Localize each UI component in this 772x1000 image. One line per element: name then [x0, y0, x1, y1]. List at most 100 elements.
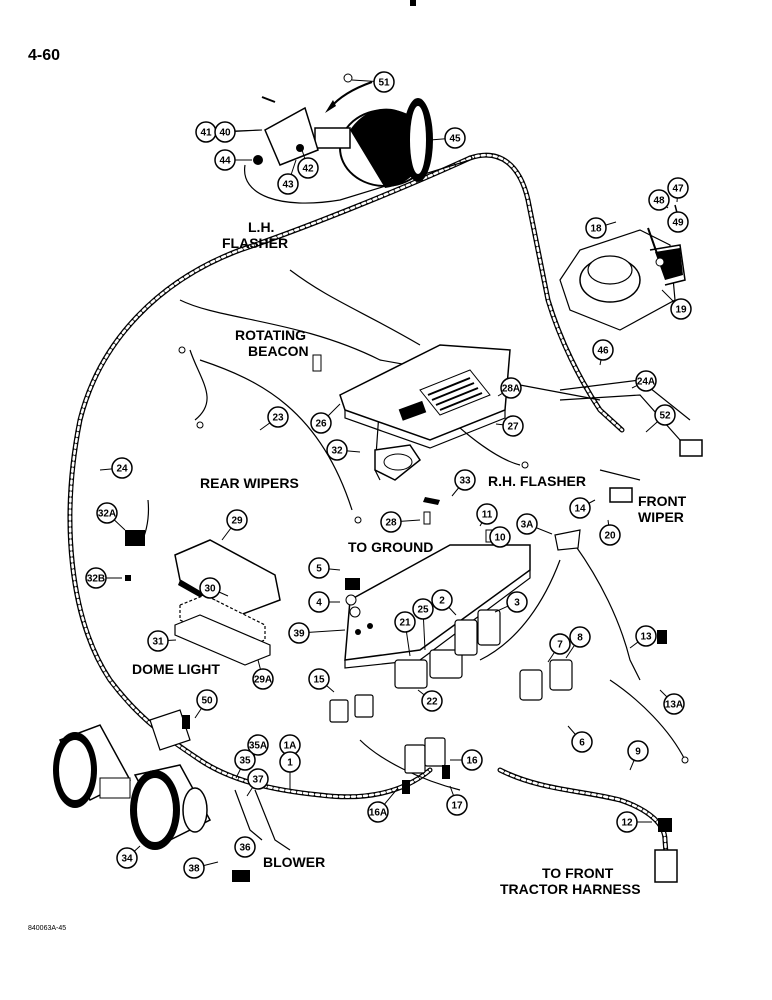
callout-40: 40 [214, 121, 263, 143]
callout-number: 43 [282, 180, 294, 191]
callout-number: 29 [231, 516, 243, 527]
callout-circle [667, 211, 689, 233]
callout-6: 6 [567, 725, 593, 753]
callout-number: 35 [239, 756, 251, 767]
callout-circle [616, 811, 638, 833]
callout-circle [454, 469, 476, 491]
callout-number: 1A [284, 741, 297, 752]
rotating-beacon-label-line2: BEACON [248, 343, 309, 359]
callout-8: 8 [565, 626, 591, 659]
callout-15: 15 [308, 668, 335, 693]
callout-circle [380, 511, 402, 533]
callout-circle [476, 503, 498, 525]
callout-circle [247, 768, 269, 790]
callout-number: 28 [385, 518, 397, 529]
callout-number: 35A [249, 741, 267, 752]
callout-circle [506, 591, 528, 613]
callout-number: 13 [640, 632, 652, 643]
callout-5: 5 [308, 557, 341, 579]
callout-circle [85, 567, 107, 589]
callout-circle [277, 173, 299, 195]
callout-13A: 13A [659, 689, 685, 715]
callout-28A: 28A [497, 377, 522, 399]
callout-11: 11 [476, 503, 498, 527]
front-wiper-motor [559, 204, 686, 331]
dome-light-assembly [174, 539, 281, 666]
callout-number: 26 [315, 419, 327, 430]
callout-circle [516, 513, 538, 535]
callout-13: 13 [629, 625, 657, 649]
callout-52: 52 [645, 404, 676, 433]
callout-20: 20 [599, 519, 621, 546]
callout-number: 32A [98, 509, 116, 520]
callout-44: 44 [214, 149, 252, 171]
callout-49: 49 [667, 211, 689, 233]
callout-circle [444, 127, 466, 149]
page-number: 4-60 [28, 47, 60, 64]
callout-circle [667, 177, 689, 199]
callout-circle [412, 598, 434, 620]
callout-number: 16A [369, 808, 387, 819]
callout-circle [214, 149, 236, 171]
callout-33: 33 [451, 469, 476, 497]
callout-number: 38 [188, 864, 200, 875]
front-wiper-label-line2: WIPER [638, 509, 684, 525]
blower-assembly [53, 709, 250, 882]
callout-circle [461, 749, 483, 771]
callout-12: 12 [616, 811, 652, 833]
callout-number: 32B [87, 574, 105, 585]
callout-number: 32 [331, 446, 343, 457]
callout-number: 3A [521, 520, 534, 531]
callout-circle [635, 625, 657, 647]
rh-flasher-label: R.H. FLASHER [488, 473, 586, 489]
rear-wipers-label: REAR WIPERS [200, 475, 299, 491]
callout-45: 45 [429, 127, 466, 149]
callout-circle [111, 457, 133, 479]
callout-17: 17 [446, 785, 468, 816]
callout-circle [500, 377, 522, 399]
blower-label: BLOWER [263, 854, 325, 870]
callout-24: 24 [99, 457, 133, 479]
callout-circle [214, 121, 236, 143]
to-ground-label: TO GROUND [348, 539, 433, 555]
callout-circle [96, 502, 118, 524]
callout-circle [288, 622, 310, 644]
callout-circle [226, 509, 248, 531]
callout-47: 47 [667, 177, 689, 203]
callout-number: 36 [239, 843, 251, 854]
callout-16: 16 [450, 749, 483, 771]
callout-circle [431, 589, 453, 611]
rear-wiper-bracket [339, 344, 511, 481]
callout-36: 36 [234, 836, 256, 858]
callout-31: 31 [147, 630, 177, 652]
callout-48: 48 [648, 189, 670, 211]
callout-51: 51 [351, 71, 395, 93]
callout-number: 12 [621, 818, 633, 829]
callout-number: 24A [637, 377, 655, 388]
callout-3: 3 [494, 591, 528, 613]
callout-number: 6 [579, 738, 585, 749]
callout-number: 8 [577, 633, 583, 644]
callout-32: 32 [326, 439, 361, 461]
callout-39: 39 [288, 622, 346, 644]
callout-circle [502, 415, 524, 437]
section-labels: L.H. FLASHER ROTATING BEACON REAR WIPERS… [132, 219, 687, 897]
callout-number: 23 [272, 413, 284, 424]
callout-9: 9 [627, 740, 649, 771]
callout-circle [308, 668, 330, 690]
callout-50: 50 [194, 689, 218, 719]
callout-circle [585, 217, 607, 239]
callout-46: 46 [592, 339, 614, 366]
callout-10: 10 [489, 526, 511, 548]
callout-circle [489, 526, 511, 548]
callout-number: 27 [507, 422, 519, 433]
callout-circle [199, 577, 221, 599]
dome-light-label: DOME LIGHT [132, 661, 220, 677]
callout-circle [310, 412, 332, 434]
callout-number: 40 [219, 128, 231, 139]
callout-circle [196, 689, 218, 711]
figure-code: 840063A-45 [28, 925, 66, 932]
callout-circle [234, 836, 256, 858]
callout-circle [394, 611, 416, 633]
callout-number: 39 [293, 629, 305, 640]
